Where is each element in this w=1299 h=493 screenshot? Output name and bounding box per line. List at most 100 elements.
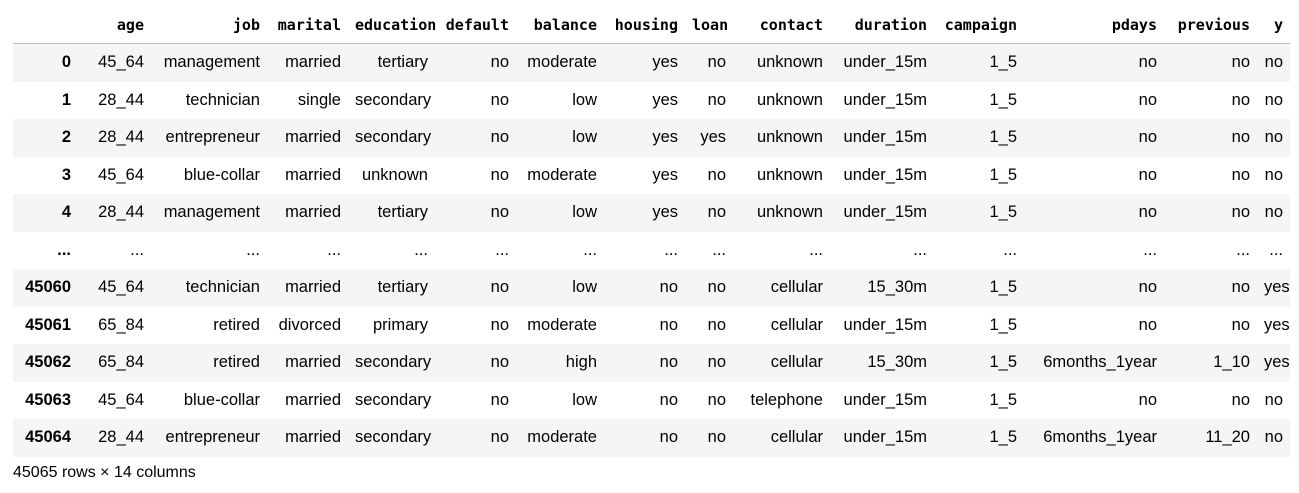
table-cell: no <box>707 90 726 109</box>
table-cell: no <box>490 90 509 109</box>
table-cell: ... <box>913 240 927 259</box>
column-header: campaign <box>934 6 1024 44</box>
table-cell: 1_5 <box>989 353 1017 372</box>
table-cell: unknown <box>756 53 823 72</box>
table-cell: secondary <box>355 390 432 409</box>
table-cell: no <box>1264 203 1283 222</box>
column-header: default <box>435 6 516 44</box>
table-cell: cellular <box>770 353 823 372</box>
column-header: education <box>348 6 436 44</box>
table-cell: no <box>1138 90 1157 109</box>
table-cell: ... <box>1236 240 1250 259</box>
column-header: marital <box>267 6 348 44</box>
ellipsis-row: ........................................… <box>13 231 1290 269</box>
table-cell: low <box>572 278 597 297</box>
table-cell: 28_44 <box>98 128 144 147</box>
table-cell: married <box>285 278 341 297</box>
table-cell: married <box>285 128 341 147</box>
table-cell: ... <box>664 240 678 259</box>
table-cell: yes <box>1264 353 1290 372</box>
table-cell: secondary <box>355 128 432 147</box>
table-cell: no <box>1231 90 1250 109</box>
table-cell: no <box>1231 315 1250 334</box>
table-cell: secondary <box>355 353 432 372</box>
table-cell: no <box>1138 203 1157 222</box>
table-cell: no <box>1264 165 1283 184</box>
table-cell: unknown <box>756 165 823 184</box>
table-cell: blue-collar <box>183 165 260 184</box>
table-cell: ... <box>130 240 144 259</box>
table-cell: 28_44 <box>98 90 144 109</box>
table-cell: tertiary <box>377 203 428 222</box>
table-cell: no <box>1231 390 1250 409</box>
table-cell: ... <box>495 240 509 259</box>
table-cell: technician <box>185 278 260 297</box>
table-cell: ... <box>1003 240 1017 259</box>
index-header <box>13 6 78 44</box>
table-cell: 1_10 <box>1213 353 1250 372</box>
table-cell: blue-collar <box>183 390 260 409</box>
row-index: ... <box>57 240 71 259</box>
table-cell: low <box>572 90 597 109</box>
table-cell: no <box>1231 278 1250 297</box>
row-index: 4 <box>61 203 71 222</box>
table-cell: ... <box>327 240 341 259</box>
table-cell: no <box>707 165 726 184</box>
column-header: pdays <box>1024 6 1164 44</box>
table-cell: no <box>659 390 678 409</box>
table-cell: no <box>707 428 726 447</box>
row-index: 45063 <box>25 390 71 409</box>
table-cell: yes <box>652 165 678 184</box>
table-cell: 65_84 <box>98 315 144 334</box>
table-cell: no <box>707 390 726 409</box>
table-cell: no <box>707 203 726 222</box>
table-cell: married <box>285 203 341 222</box>
table-cell: no <box>707 353 726 372</box>
table-cell: 1_5 <box>989 203 1017 222</box>
table-cell: 1_5 <box>989 90 1017 109</box>
table-cell: under_15m <box>843 90 927 109</box>
table-cell: low <box>572 128 597 147</box>
table-cell: no <box>1231 128 1250 147</box>
table-cell: ... <box>809 240 823 259</box>
table-cell: 1_5 <box>989 165 1017 184</box>
table-cell: no <box>490 315 509 334</box>
table-cell: no <box>490 428 509 447</box>
table-cell: no <box>1138 53 1157 72</box>
table-cell: moderate <box>527 53 597 72</box>
table-cell: no <box>707 278 726 297</box>
table-cell: 28_44 <box>98 203 144 222</box>
table-cell: 6months_1year <box>1043 428 1157 447</box>
table-cell: secondary <box>355 428 432 447</box>
table-cell: cellular <box>770 315 823 334</box>
table-cell: no <box>707 315 726 334</box>
table-cell: no <box>707 53 726 72</box>
table-cell: 15_30m <box>867 353 927 372</box>
table-cell: no <box>1138 165 1157 184</box>
table-cell: married <box>285 353 341 372</box>
table-cell: under_15m <box>843 165 927 184</box>
column-header: y <box>1257 6 1290 44</box>
column-header: contact <box>733 6 830 44</box>
table-cell: yes <box>652 203 678 222</box>
table-cell: entrepreneur <box>165 128 260 147</box>
table-cell: management <box>163 203 260 222</box>
table-cell: single <box>297 90 341 109</box>
table-cell: ... <box>1143 240 1157 259</box>
table-cell: cellular <box>770 278 823 297</box>
table-cell: moderate <box>527 165 597 184</box>
table-cell: unknown <box>756 90 823 109</box>
table-cell: no <box>1264 428 1283 447</box>
row-index: 45060 <box>25 278 71 297</box>
table-cell: 45_64 <box>98 53 144 72</box>
table-cell: management <box>163 53 260 72</box>
table-cell: secondary <box>355 90 432 109</box>
table-cell: telephone <box>750 390 824 409</box>
table-cell: cellular <box>770 428 823 447</box>
table-cell: entrepreneur <box>165 428 260 447</box>
row-index: 45062 <box>25 353 71 372</box>
